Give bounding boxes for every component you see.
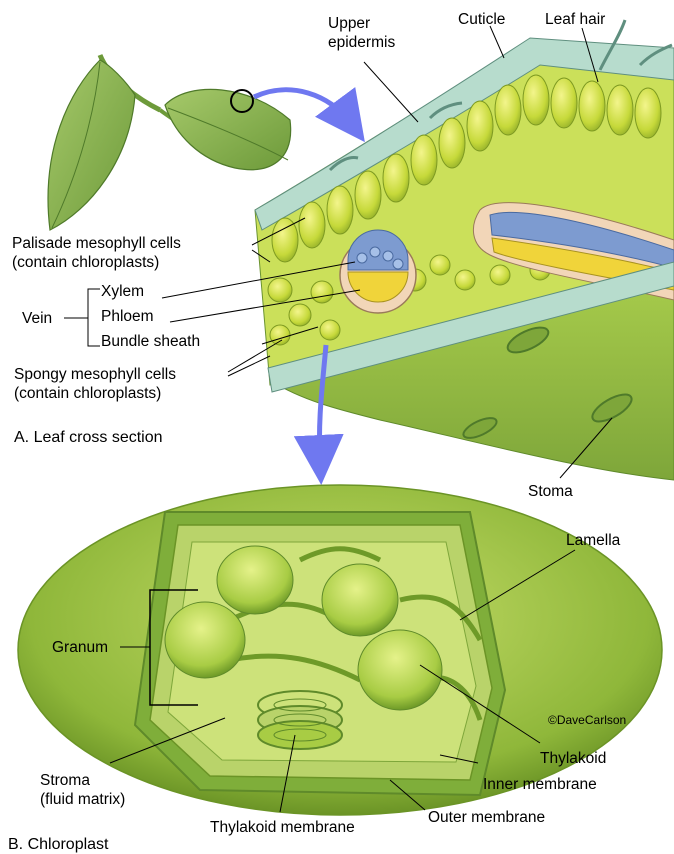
credit-text: ©DaveCarlson <box>548 713 626 727</box>
label-cuticle: Cuticle <box>458 11 505 28</box>
label-thylakoid-membrane: Thylakoid membrane <box>210 819 355 836</box>
label-stroma: Stroma(fluid matrix) <box>40 772 125 808</box>
caption-chloroplast: B. Chloroplast <box>8 836 109 853</box>
label-xylem: Xylem <box>101 283 144 300</box>
caption-leaf-section: A. Leaf cross section <box>14 429 163 446</box>
label-palisade: Palisade mesophyll cells(contain chlorop… <box>12 235 181 271</box>
label-spongy: Spongy mesophyll cells(contain chloropla… <box>14 366 176 402</box>
label-leaf-hair: Leaf hair <box>545 11 605 28</box>
label-thylakoid: Thylakoid <box>540 750 606 767</box>
label-upper-epidermis: Upperepidermis <box>328 15 395 51</box>
label-inner-membrane: Inner membrane <box>483 776 597 793</box>
label-bundle-sheath: Bundle sheath <box>101 333 200 350</box>
label-outer-membrane: Outer membrane <box>428 809 545 826</box>
open-granum <box>258 691 342 749</box>
label-stoma: Stoma <box>528 483 573 500</box>
leaf-illustration <box>48 55 291 230</box>
label-vein: Vein <box>22 310 52 327</box>
label-granum: Granum <box>52 639 108 656</box>
label-lamella: Lamella <box>566 532 621 549</box>
label-phloem: Phloem <box>101 308 154 325</box>
